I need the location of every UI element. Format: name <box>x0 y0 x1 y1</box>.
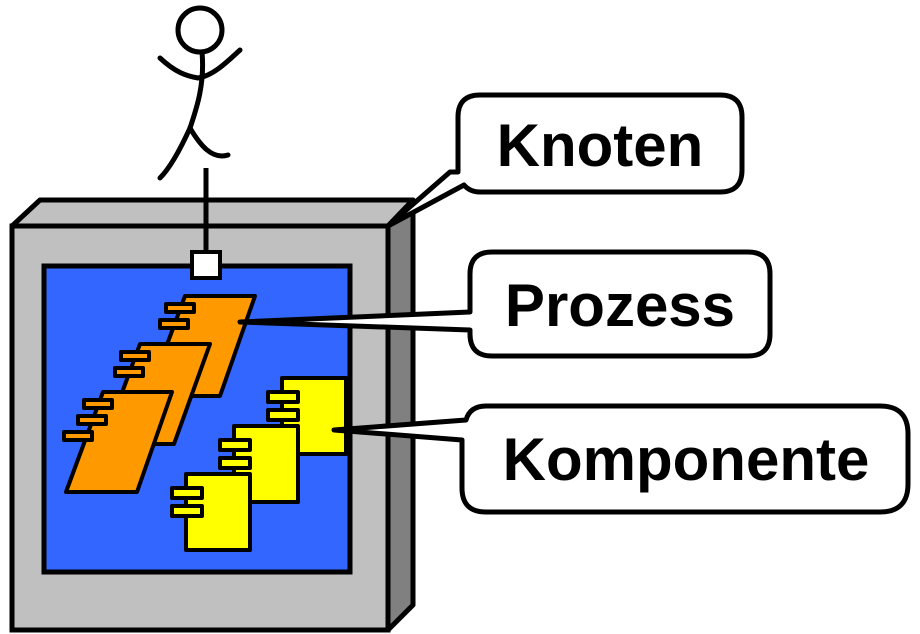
label-prozess: Prozess <box>505 272 735 339</box>
component-shape-3 <box>266 376 348 456</box>
label-knoten: Knoten <box>497 112 704 179</box>
label-komponente: Komponente <box>503 426 870 493</box>
callout-component: Komponente <box>331 403 911 515</box>
node-side-face <box>385 197 416 633</box>
stick-figure-icon <box>157 5 243 181</box>
callout-node: Knoten <box>385 92 745 229</box>
component-group <box>170 376 348 552</box>
process-shape-1 <box>62 390 174 494</box>
callout-process: Prozess <box>237 249 773 359</box>
callout-node-bubble <box>385 92 745 229</box>
port-square-icon <box>190 250 222 280</box>
component-shape-1 <box>170 472 252 552</box>
callout-process-bubble <box>237 249 773 359</box>
component-shape-2 <box>218 424 300 504</box>
process-group <box>62 294 257 494</box>
callout-component-bubble <box>331 403 911 515</box>
node-top-face <box>9 197 416 229</box>
